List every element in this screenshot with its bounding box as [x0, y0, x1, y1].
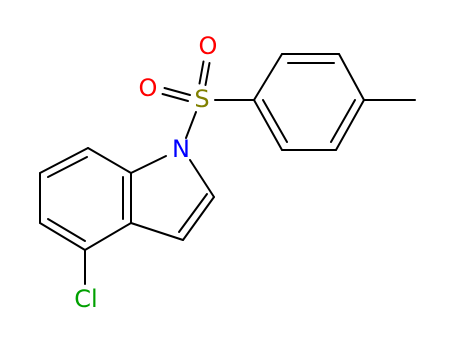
atom-sulfur: S: [194, 85, 209, 113]
bond-n-c2: [189, 159, 215, 198]
atom-nitrogen: N: [172, 135, 190, 163]
atom-chlorine: Cl: [74, 285, 97, 313]
atom-oxygen-left: O: [139, 74, 158, 102]
bond-s-o-top-a: [198, 60, 205, 85]
bond-s-o-top-b: [204, 62, 211, 86]
bond-ring-d: [335, 99, 365, 151]
bond-ring-f: [253, 99, 283, 151]
bond-c3-c3a: [130, 222, 184, 241]
bond-ring-a: [253, 53, 283, 101]
bond-c2-c3: [182, 196, 215, 241]
atom-labels: O O S N Cl: [74, 32, 217, 313]
bond-c5-c4-inner: [47, 218, 86, 242]
bond-s-o-left-b: [161, 93, 189, 102]
bond-c2-c3-inner: [178, 193, 208, 233]
bond-c5-c4: [39, 222, 86, 251]
bond-ring-inner-3: [262, 99, 288, 143]
bond-s-n: [185, 111, 197, 139]
bonds: [39, 53, 416, 285]
bond-c7a-c7: [87, 147, 132, 174]
bond-c7-c6: [39, 147, 89, 174]
bond-ring-c: [338, 53, 365, 101]
bond-s-o-left-a: [163, 87, 191, 96]
bond-ring-inner-2: [330, 99, 356, 143]
bond-c4-c3a: [84, 222, 132, 251]
bond-c7-c6-inner: [47, 156, 88, 178]
atom-oxygen-top: O: [199, 32, 218, 60]
bond-c7a-n: [130, 155, 167, 174]
